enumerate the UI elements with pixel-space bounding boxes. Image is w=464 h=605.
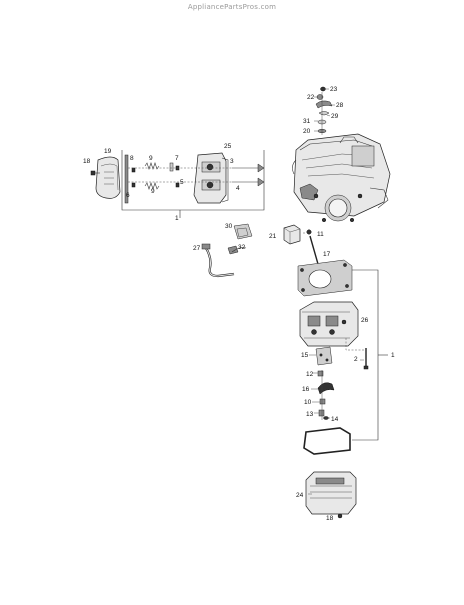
callout-1b: 1 [391,352,395,359]
callout-12: 12 [306,371,314,378]
rocker-assembly-group [314,86,335,135]
callout-27: 27 [193,245,201,252]
callout-30: 30 [225,223,233,230]
callout-24: 24 [296,492,304,499]
part-28-rocker-arm [315,100,333,109]
part-15-plate [315,346,333,366]
cover-gasket [303,427,351,455]
watermark: AppliancePartsPros.com [187,3,277,11]
part-32-fitting [227,245,239,255]
callout-14: 14 [331,416,339,423]
callout-18: 18 [83,158,91,165]
callout-15: 15 [301,352,309,359]
part-17-pushrod [309,235,319,265]
callout-13: 13 [306,411,314,418]
part-23-nut [320,86,326,92]
part-16-rocker [317,382,335,395]
part-19-valve-cover [95,156,121,199]
crankcase [292,133,391,223]
callout-29: 29 [331,113,339,120]
callout-7: 7 [175,155,179,162]
part-30-gasket [233,223,253,240]
callout-2: 2 [354,356,358,363]
callout-3: 3 [230,158,234,165]
middle-parts [201,223,319,278]
callout-18b: 18 [326,515,334,522]
callout-19: 19 [104,148,112,155]
callout-9b: 9 [151,188,155,195]
lower-stack [309,346,369,420]
part-29-pivot [318,111,330,116]
callout-6: 6 [126,192,130,199]
callout-21: 21 [269,233,277,240]
callout-10: 10 [304,399,312,406]
callout-31: 31 [303,118,311,125]
callout-9: 9 [149,155,153,162]
callout-labels: 23 22 28 31 29 20 25 19 18 8 9 7 3 5 6 9… [83,86,395,522]
callout-25: 25 [224,143,232,150]
callout-1: 1 [175,215,179,222]
callout-4: 4 [236,185,240,192]
callout-8: 8 [130,155,134,162]
left-head-group [90,150,265,218]
callout-5: 5 [180,179,184,186]
head-assembly [297,259,388,441]
part-21-filter [283,224,301,245]
callout-20: 20 [303,128,311,135]
callout-16: 16 [302,386,310,393]
callout-22: 22 [307,94,315,101]
valve-cover-24 [305,471,357,519]
callout-23: 23 [330,86,338,93]
part-25-cylinder-head [193,152,227,204]
callout-32: 32 [238,244,246,251]
callout-26: 26 [361,317,369,324]
callout-17: 17 [323,251,331,258]
callout-11: 11 [317,231,324,238]
callout-28: 28 [336,102,344,109]
